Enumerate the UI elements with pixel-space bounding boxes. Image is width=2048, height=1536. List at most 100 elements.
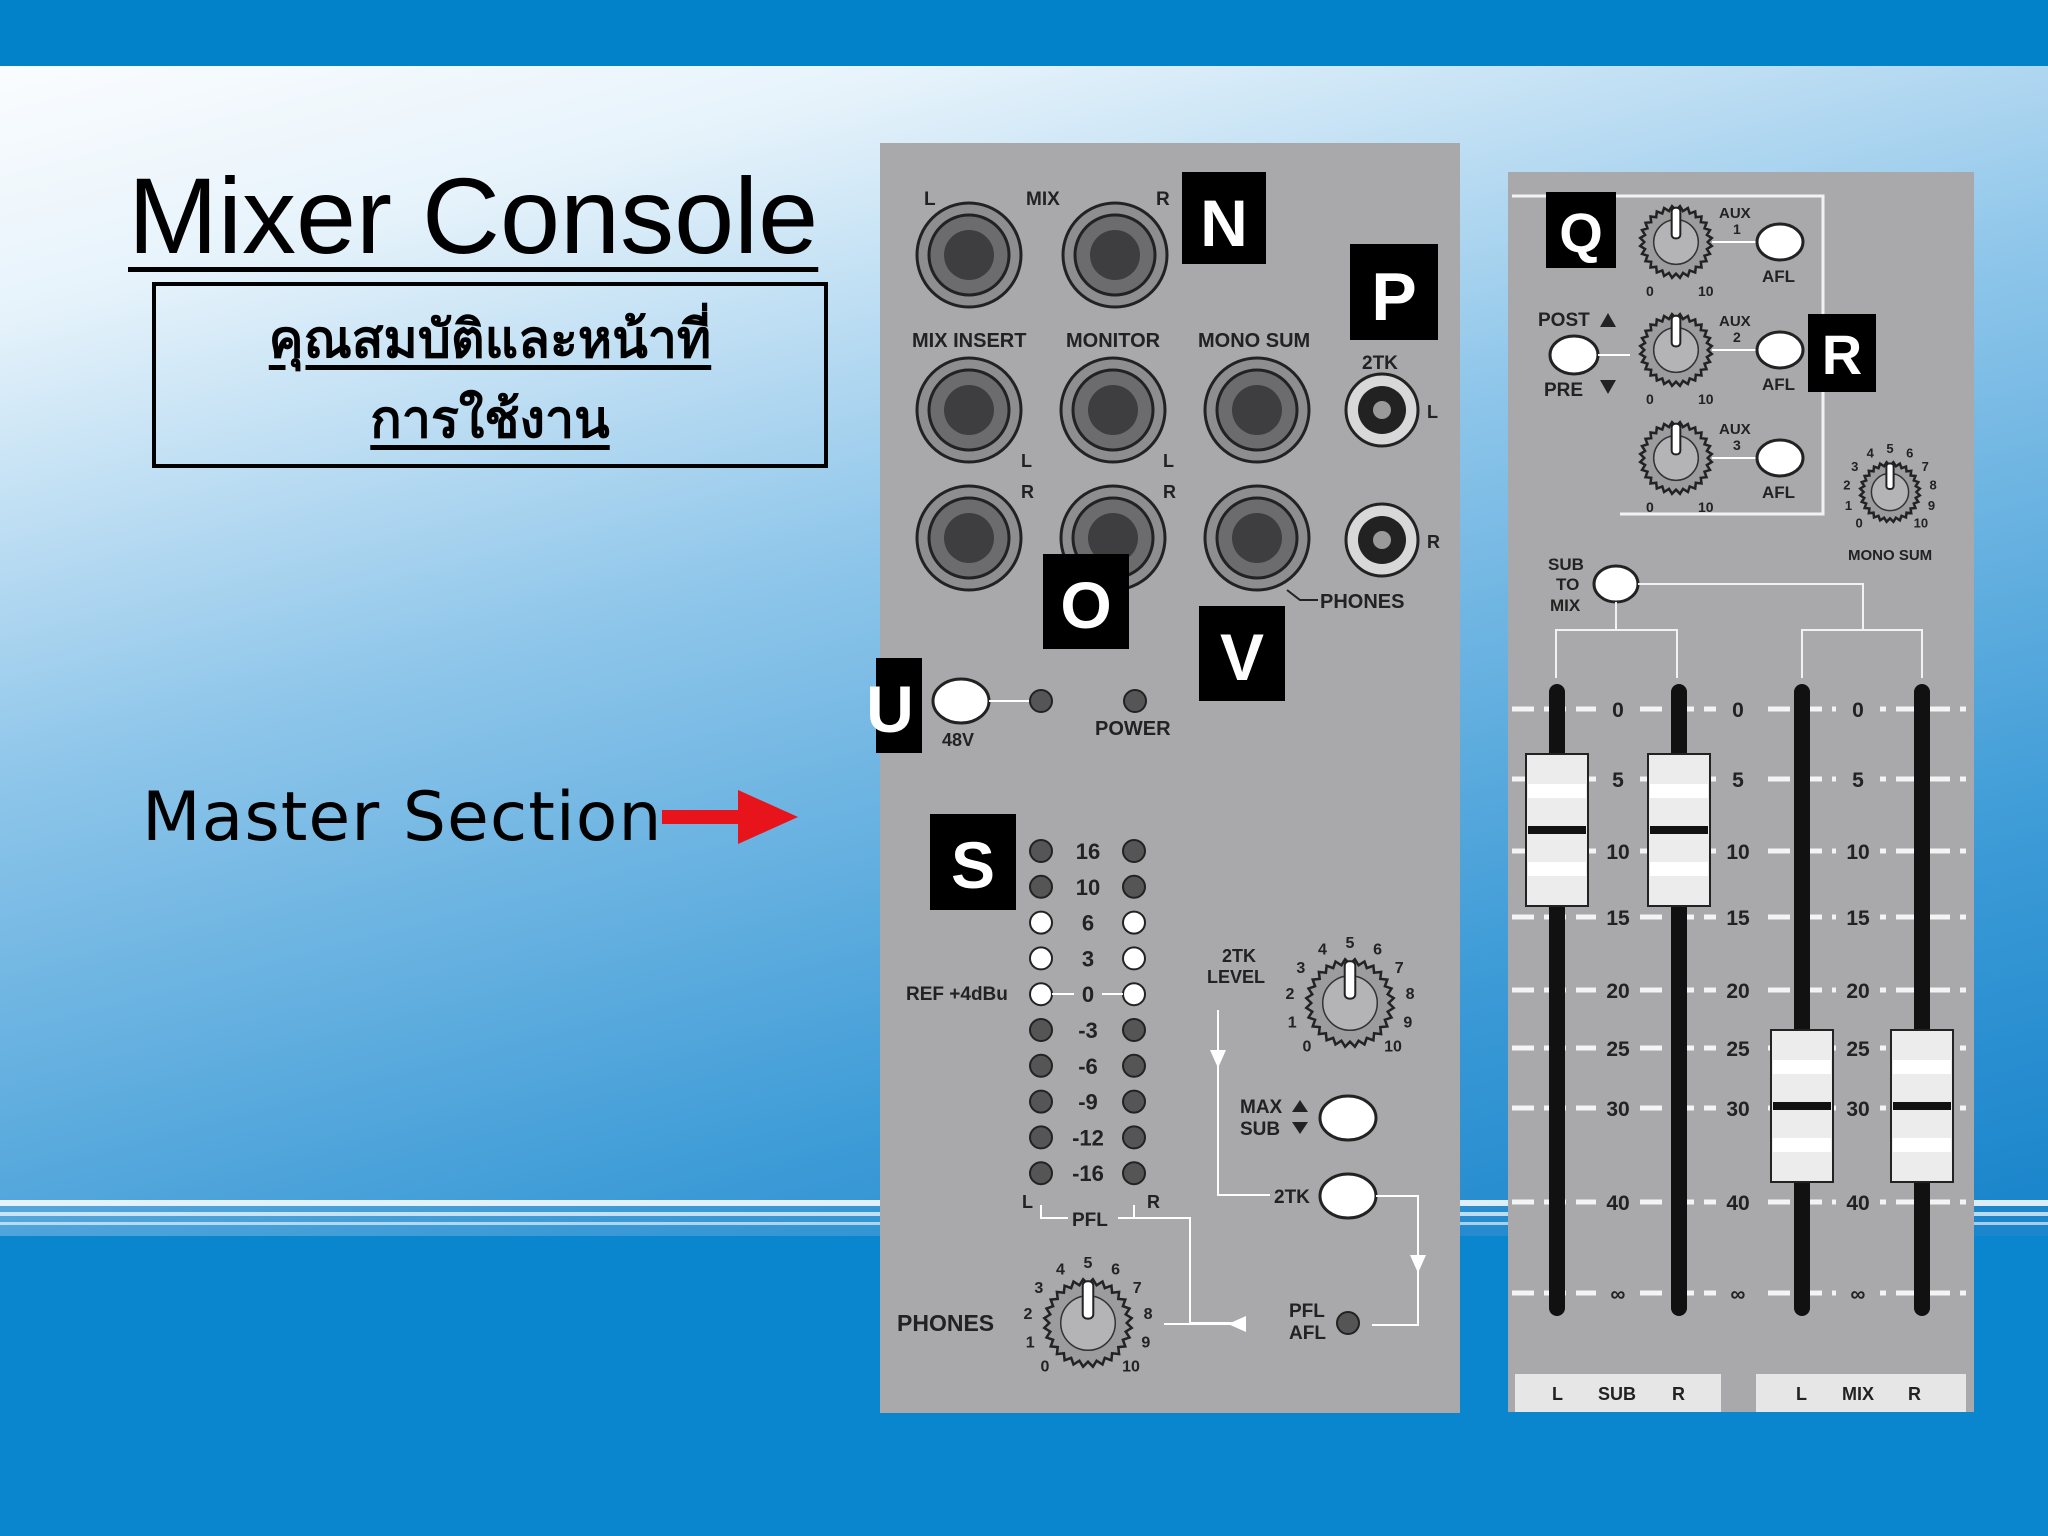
fader-track <box>1794 684 1810 1316</box>
fader-scale-label: 0 <box>1852 699 1864 722</box>
knob-scale-label: 7 <box>1922 459 1929 474</box>
bottom-mix-r: R <box>1908 1384 1921 1404</box>
fader-scale-label: 25 <box>1606 1038 1630 1061</box>
afl-label: AFL <box>1289 1323 1326 1344</box>
slide-title: Mixer Console <box>128 155 819 276</box>
rca-2tk-r <box>1344 502 1420 578</box>
tag-s: S <box>930 814 1016 910</box>
bottom-sub-label: SUB <box>1598 1384 1636 1404</box>
2tk-button-label: 2TK <box>1274 1187 1310 1208</box>
phantom-48v-button[interactable] <box>931 677 991 725</box>
fader[interactable] <box>1525 684 1589 1316</box>
knob-scale-label: 4 <box>1056 1261 1065 1278</box>
meter-led-r <box>1122 839 1146 863</box>
knob-scale-label: 10 <box>1122 1359 1140 1376</box>
meter-scale-label: -9 <box>1078 1090 1098 1115</box>
tag-q: Q <box>1546 192 1616 268</box>
fader-scale-label: 5 <box>1612 769 1624 792</box>
bottom-sub-r: R <box>1672 1384 1685 1404</box>
fader[interactable] <box>1890 684 1954 1316</box>
rca-2tk-l <box>1344 372 1420 448</box>
sub-to-mix-button[interactable] <box>1592 564 1640 604</box>
fader-scale-label: 20 <box>1726 980 1749 1003</box>
knob-scale-label: 6 <box>1906 446 1913 461</box>
fader-scale-label: 30 <box>1726 1098 1749 1121</box>
jack-mix-l <box>915 201 1023 309</box>
mix-insert-label: MIX INSERT <box>912 330 1026 352</box>
meter-led-r <box>1122 1161 1146 1186</box>
insert-r-mark: R <box>1021 482 1034 502</box>
afl-button[interactable] <box>1755 330 1805 370</box>
power-label: POWER <box>1095 718 1171 740</box>
up-triangle-icon <box>1292 1100 1308 1112</box>
tag-r-text: R <box>1822 323 1862 386</box>
knob-scale-label: 1 <box>1026 1334 1035 1351</box>
jack-mono-sum <box>1203 356 1311 464</box>
aux-number: 2 <box>1733 329 1741 345</box>
meter-led-l <box>1029 1089 1053 1114</box>
fader-scale-label: ∞ <box>1851 1283 1866 1306</box>
post-pre-button[interactable] <box>1548 334 1600 376</box>
aux-min-label: 0 <box>1646 499 1654 515</box>
fader[interactable] <box>1647 684 1711 1316</box>
2tk-button[interactable] <box>1318 1172 1378 1220</box>
knob-scale-label: 3 <box>1034 1280 1043 1297</box>
insert-l-mark: L <box>1021 451 1032 471</box>
fader-scale-label: 15 <box>1606 907 1630 930</box>
monitor-l-mark: L <box>1163 451 1174 471</box>
meter-led-r <box>1122 946 1146 971</box>
meter-led-r <box>1122 982 1146 1007</box>
afl-button[interactable] <box>1755 438 1805 478</box>
fader-scale-label: 15 <box>1726 907 1750 930</box>
faders: 05101520253040∞05101520253040∞0510152025… <box>1512 684 1966 1316</box>
meter-scale-label: 6 <box>1082 911 1094 936</box>
tag-v-text: V <box>1220 620 1264 694</box>
tag-q-text: Q <box>1559 201 1603 264</box>
top-bar <box>0 0 2048 66</box>
fader-scale-label: 10 <box>1606 841 1629 864</box>
aux-max-label: 10 <box>1698 499 1714 515</box>
knob-pointer <box>1670 422 1682 456</box>
2tk-level-label-1: 2TK <box>1222 946 1256 966</box>
sub-to-mix-2: TO <box>1556 575 1579 594</box>
post-triangle-icon <box>1600 313 1616 327</box>
knob-scale-label: 5 <box>1886 441 1893 456</box>
pre-triangle-icon <box>1600 380 1616 394</box>
knob-scale-label: 3 <box>1296 960 1305 977</box>
ref-label: REF +4dBu <box>906 984 1008 1005</box>
fader-scale-label: 5 <box>1852 769 1864 792</box>
knob-scale-label: 0 <box>1041 1359 1050 1376</box>
tag-n-text: N <box>1200 186 1248 260</box>
knob-scale-label: 9 <box>1403 1014 1412 1031</box>
knob-scale-label: 7 <box>1133 1280 1142 1297</box>
knob-scale-label: 9 <box>1928 498 1935 513</box>
knob-scale-label: 3 <box>1851 459 1858 474</box>
tag-o-text: O <box>1060 568 1111 642</box>
fader-scale-label: ∞ <box>1611 1283 1626 1306</box>
fader-track <box>1914 684 1930 1316</box>
meter-pfl-label: PFL <box>1072 1210 1108 1231</box>
mono-sum-knob-label: MONO SUM <box>1848 547 1932 564</box>
fader-scale-label: 20 <box>1846 980 1869 1003</box>
max-label: MAX <box>1240 1097 1283 1118</box>
afl-button[interactable] <box>1755 222 1805 262</box>
knob-scale-label: 8 <box>1144 1306 1153 1323</box>
knob-scale-label: 10 <box>1914 515 1928 530</box>
pfl-label: PFL <box>1289 1301 1325 1322</box>
fader-scale-label: 15 <box>1846 907 1870 930</box>
knob-pointer <box>1081 1280 1095 1320</box>
sub-label: SUB <box>1240 1119 1280 1140</box>
phones-jack-label: PHONES <box>1320 591 1404 613</box>
fader-scale-label: 10 <box>1846 841 1869 864</box>
max-sub-button[interactable] <box>1318 1094 1378 1142</box>
meter-led-l <box>1029 910 1053 935</box>
master-section-label: Master Section <box>142 778 663 857</box>
sub-to-mix-1: SUB <box>1548 555 1584 574</box>
bottom-mix-label: MIX <box>1842 1384 1874 1404</box>
fader[interactable] <box>1770 684 1834 1316</box>
